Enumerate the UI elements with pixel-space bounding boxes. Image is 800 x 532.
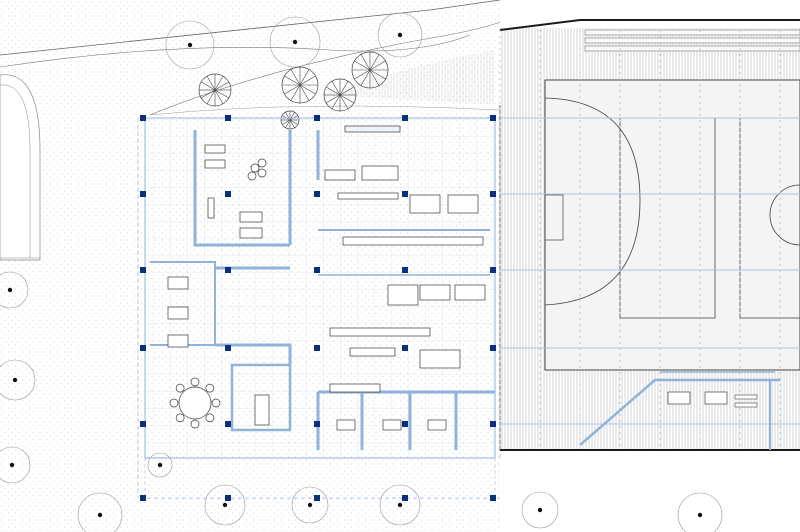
chair — [205, 383, 215, 393]
chair — [211, 398, 221, 408]
shrub — [351, 51, 389, 89]
chair — [175, 413, 185, 423]
interior-walls — [150, 130, 495, 450]
column — [490, 267, 496, 273]
shrub — [281, 66, 319, 104]
chair — [205, 413, 215, 423]
tree-trunk — [697, 512, 703, 518]
column — [225, 267, 231, 273]
column — [314, 495, 320, 501]
tree-trunk — [97, 512, 103, 518]
shrub — [323, 78, 357, 112]
tree-canopy — [677, 492, 723, 532]
column — [490, 495, 496, 501]
tree-canopy — [204, 484, 246, 526]
column — [140, 267, 146, 273]
column — [490, 345, 496, 351]
column — [314, 421, 320, 427]
column — [402, 267, 408, 273]
column — [314, 345, 320, 351]
tree-canopy — [291, 486, 329, 524]
tree-trunk — [187, 42, 193, 48]
tree-trunk — [12, 377, 18, 383]
chair — [190, 419, 200, 429]
tree-canopy — [0, 359, 36, 401]
column — [140, 115, 146, 121]
column — [140, 421, 146, 427]
column — [402, 421, 408, 427]
furniture — [167, 125, 486, 431]
tree-trunk — [307, 502, 313, 508]
tree-trunk — [7, 287, 13, 293]
tree-trunk — [397, 502, 403, 508]
chair — [175, 383, 185, 393]
column — [402, 345, 408, 351]
tree-trunk — [537, 507, 543, 513]
tree-trunk — [157, 462, 163, 468]
column — [225, 495, 231, 501]
column — [140, 191, 146, 197]
trees-layer — [0, 12, 723, 532]
column — [225, 191, 231, 197]
column — [225, 421, 231, 427]
column — [225, 115, 231, 121]
column — [140, 345, 146, 351]
tree-canopy — [77, 492, 123, 532]
column — [314, 115, 320, 121]
column — [225, 345, 231, 351]
tree-canopy — [521, 491, 559, 529]
column — [140, 495, 146, 501]
sports-hall — [499, 19, 800, 451]
column — [402, 115, 408, 121]
tree-canopy — [0, 271, 29, 309]
tree-trunk — [397, 32, 403, 38]
tree-canopy — [0, 446, 31, 484]
round-table-chairs — [169, 377, 221, 429]
tree-canopy — [379, 484, 421, 526]
tree-canopy — [269, 16, 321, 68]
column — [490, 115, 496, 121]
tree-trunk — [222, 502, 228, 508]
tree-canopy — [165, 20, 215, 70]
tree-canopy — [377, 12, 423, 58]
tree-trunk — [9, 462, 15, 468]
column — [402, 191, 408, 197]
site-path — [0, 0, 501, 116]
chair — [169, 398, 179, 408]
column — [490, 421, 496, 427]
tree-trunk — [292, 39, 298, 45]
column — [402, 495, 408, 501]
shrub — [198, 73, 232, 107]
column — [490, 191, 496, 197]
column — [314, 191, 320, 197]
chair — [190, 377, 200, 387]
column — [314, 267, 320, 273]
structural-columns — [140, 115, 496, 501]
